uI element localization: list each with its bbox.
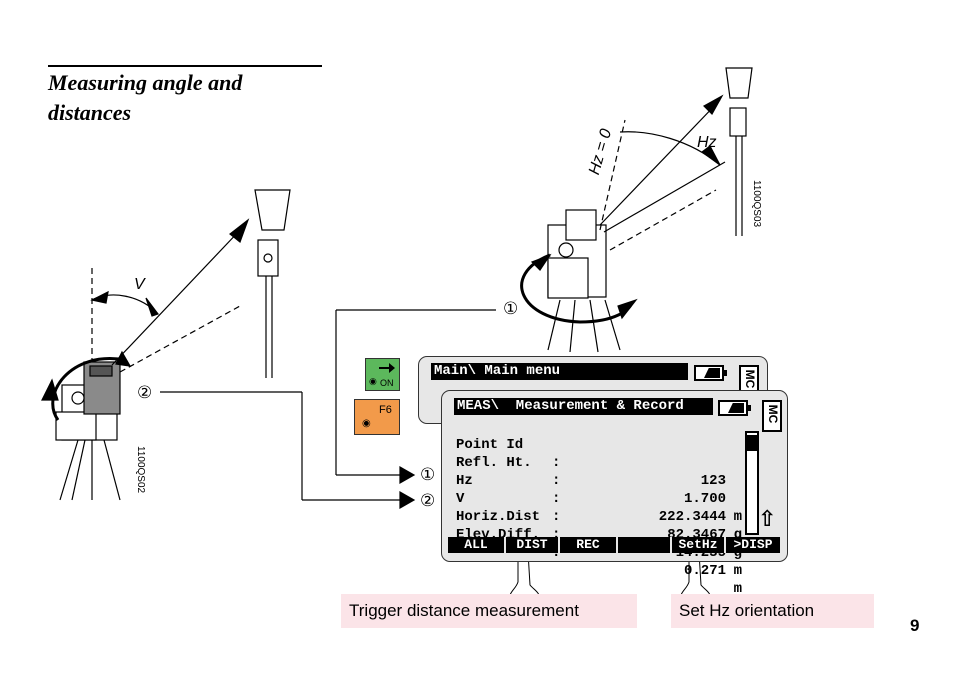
marker-2-screen: ② [420, 491, 436, 510]
heading-rule [48, 65, 322, 67]
row-value: 0.271 [683, 563, 726, 579]
row-label: Horiz.Dist [456, 509, 541, 525]
right-total-station-drawing [520, 67, 753, 353]
mc-label: MC [766, 404, 780, 424]
on-key[interactable]: ◉ ON [365, 358, 400, 391]
heading-line-1: Measuring angle and [48, 70, 243, 95]
measurement-screen: MEAS\ Measurement & Record MC Point Id :… [441, 390, 788, 597]
row-separator: : [552, 509, 561, 525]
row-separator: : [552, 455, 561, 471]
mc-label: MC [743, 369, 757, 389]
main-menu-title: Main\ Main menu [431, 363, 688, 380]
row-point-id: Point Id : 123 [456, 418, 746, 489]
row-value: 222.3444 [658, 509, 726, 525]
scrollbar[interactable] [745, 431, 759, 535]
softkey-empty[interactable] [618, 537, 672, 553]
softkey-all[interactable]: ALL [448, 537, 506, 553]
bullet-icon: ◉ [369, 376, 377, 386]
row-value: 123 [700, 473, 726, 489]
row-label: Point Id [456, 437, 524, 453]
marker-1-screen: ① [420, 465, 436, 484]
battery-icon [694, 365, 727, 381]
row-label: Refl. Ht. [456, 455, 532, 471]
image-code-right: 1100QS03 [751, 180, 762, 228]
row-hz: Hz : 222.3444 g [456, 454, 746, 543]
row-unit: m [733, 581, 742, 597]
bullet-icon: ◉ [362, 418, 371, 429]
heading-line-2: distances [48, 100, 132, 125]
scrollbar-thumb[interactable] [747, 435, 757, 451]
left-total-station-drawing [41, 189, 291, 501]
f6-key-label: F6 [379, 404, 392, 416]
row-unit: m [733, 509, 742, 525]
softkey-dist[interactable]: DIST [506, 537, 560, 553]
on-key-label: ON [380, 378, 394, 388]
battery-icon [718, 400, 751, 416]
softkey-rec[interactable]: REC [560, 537, 618, 553]
arrow-right-icon [379, 363, 395, 373]
row-unit: g [733, 527, 742, 543]
marker-1-top: ① [503, 299, 519, 318]
row-value: 1.700 [683, 491, 726, 507]
row-separator: : [552, 491, 561, 507]
page-number: 9 [910, 616, 920, 635]
row-unit: m [733, 563, 742, 579]
softkey-sethz[interactable]: SetHz [672, 537, 726, 553]
f6-key[interactable]: F6 ◉ [354, 399, 400, 435]
row-separator: : [552, 527, 561, 543]
row-horiz-dist: Horiz.Dist : 14.235 m [456, 490, 746, 579]
row-v: V : 82.3467 g [456, 472, 746, 561]
row-refl-ht: Refl. Ht. : 1.700 m [456, 436, 746, 525]
angle-label-v: V [134, 276, 145, 293]
shift-arrow-icon: ⇧ [758, 507, 777, 532]
row-separator: : [552, 473, 561, 489]
mc-indicator: MC [762, 400, 782, 432]
row-elev-diff: Elev.Diff. : 0.271 m [456, 508, 746, 597]
caption-trigger-distance: Trigger distance measurement [341, 594, 637, 628]
row-label: Hz [456, 473, 473, 489]
softkey-disp[interactable]: >DISP [733, 537, 773, 552]
angle-label-hz: Hz [697, 134, 717, 151]
measurement-title: MEAS\ Measurement & Record [454, 398, 713, 415]
row-unit: g [733, 545, 742, 561]
caption-set-hz: Set Hz orientation [671, 594, 874, 628]
softkey-bar: ALL DIST REC SetHz >DISP [448, 537, 780, 553]
image-code-left: 1100QS02 [135, 446, 146, 494]
row-label: V [456, 491, 465, 507]
page-heading: Measuring angle and distances [48, 68, 348, 128]
marker-2-left: ② [137, 383, 153, 402]
row-separator: : [552, 545, 561, 561]
leader-lines [160, 309, 496, 510]
